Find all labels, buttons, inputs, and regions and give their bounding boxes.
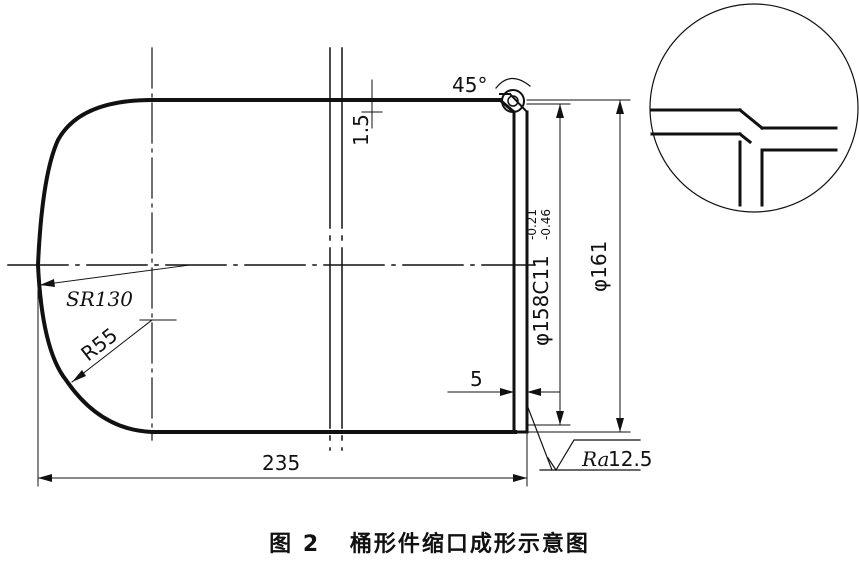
flange-width-label: 5 xyxy=(470,367,483,391)
figure-title: 桶形件缩口成形示意图 xyxy=(349,532,590,557)
angle-label: 45° xyxy=(452,73,487,97)
detail-marker-circle xyxy=(501,89,525,113)
inner-tol-lower: -0.46 xyxy=(539,209,553,240)
length-label: 235 xyxy=(262,451,300,475)
figure-number: 图 2 xyxy=(269,532,321,557)
roughness-value: 12.5 xyxy=(608,447,653,471)
inner-diameter-label: φ158C11 xyxy=(529,255,553,346)
roughness-symbol: Ra xyxy=(581,447,609,471)
sphere-radius-label: SR130 xyxy=(66,287,133,311)
detail-view-geometry xyxy=(650,107,838,207)
outer-diameter-label: φ161 xyxy=(587,241,611,292)
inner-tol-upper: -0.21 xyxy=(525,209,539,240)
corner-radius-label: R55 xyxy=(76,323,122,366)
wall-thickness-label: 1.5 xyxy=(349,114,373,146)
figure-caption: 图 2 桶形件缩口成形示意图 xyxy=(0,526,859,558)
part-outline xyxy=(35,98,517,434)
detail-view-circle xyxy=(649,3,859,213)
